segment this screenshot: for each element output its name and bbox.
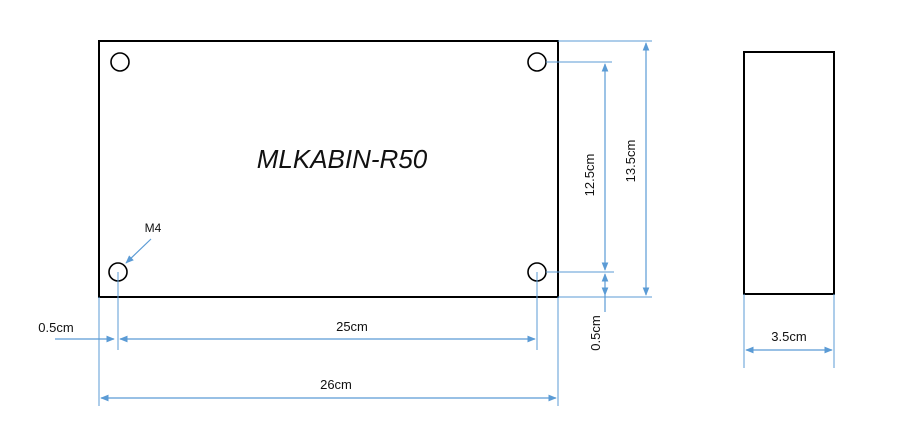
- dimension-text-thickness: 3.5cm: [771, 329, 806, 344]
- hole-label: M4: [145, 221, 162, 235]
- dimension-text-edge-offset-horizontal: 0.5cm: [38, 320, 73, 335]
- board-label: MLKABIN-R50: [257, 144, 428, 174]
- dimension-text-overall-width: 26cm: [320, 377, 352, 392]
- dimension-text-hole-spacing-width: 25cm: [336, 319, 368, 334]
- dimension-text-overall-height: 13.5cm: [623, 140, 638, 183]
- side-view-outline: [743, 51, 835, 295]
- dimension-text-hole-spacing-height: 12.5cm: [582, 154, 597, 197]
- dimension-text-edge-offset-vertical: 0.5cm: [588, 315, 603, 350]
- hole-leader-line: [125, 238, 152, 264]
- mounting-hole-top-left: [110, 52, 130, 72]
- board-outline: [98, 40, 559, 298]
